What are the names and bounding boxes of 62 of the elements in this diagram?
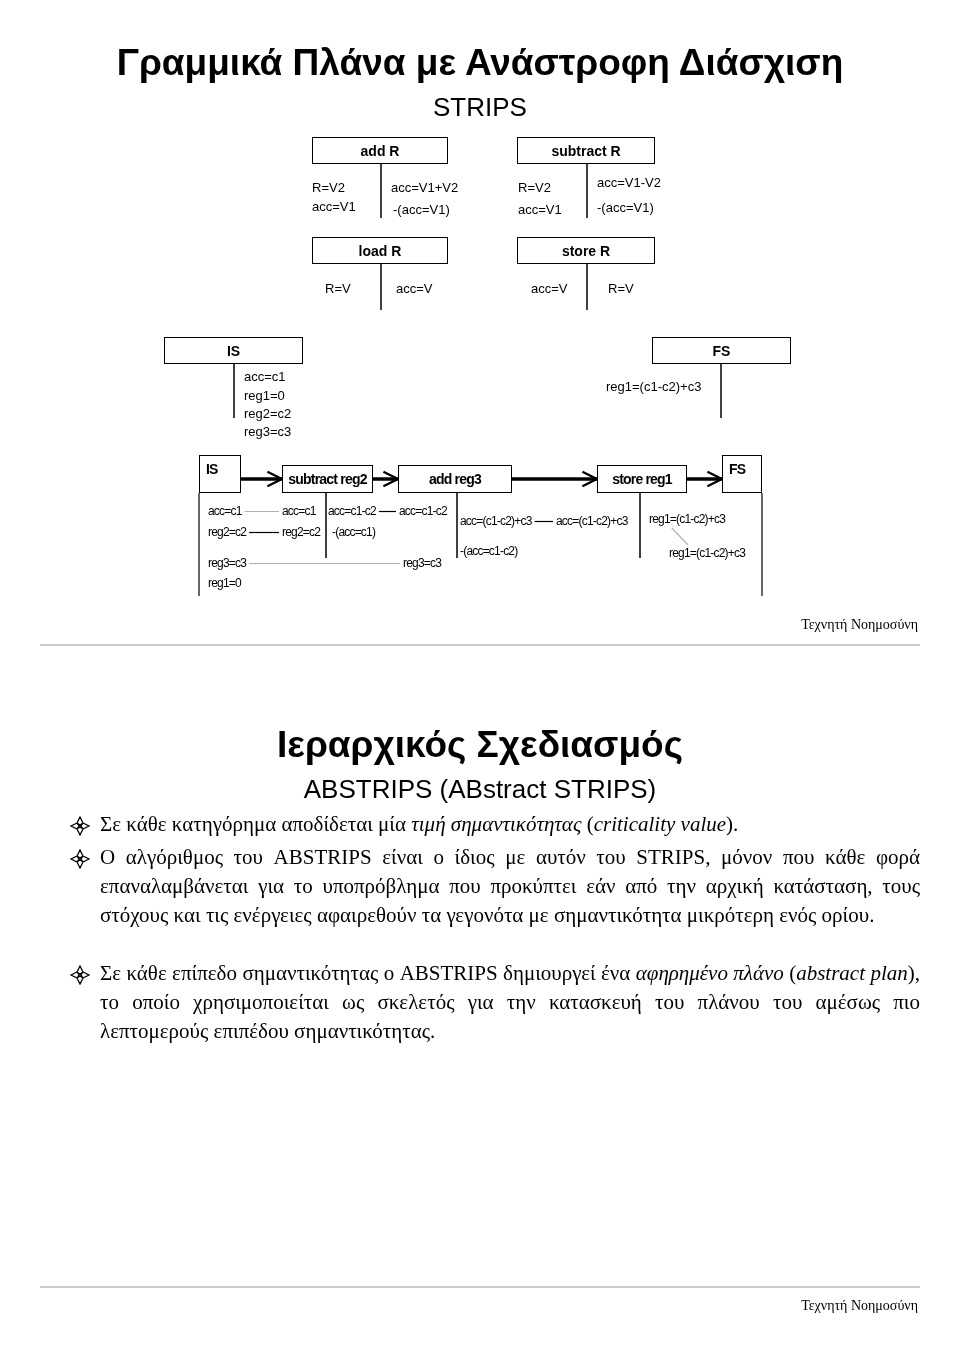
condition-text: reg2=c2 [208, 525, 247, 540]
arrow [241, 470, 284, 488]
operator-box: subtract R [517, 137, 655, 164]
plan-step-box: IS [199, 455, 241, 493]
link-line [671, 527, 689, 546]
bullet-text: Σε κάθε επίπεδο σημαντικότητας ο ABSTRIPS δημιουργεί ένα αφηρημένο πλάνο (abstract plan), το οποίο χρησιμοποιείται ως σκελετός για την κατασκευή του πλάνου του αμέσως πιο λεπτομερούς επιπέδου σημαντικότητας. [100, 960, 920, 1045]
operator-box: FS [652, 337, 791, 364]
condition-text: acc=c1 [282, 504, 316, 519]
condition-text: reg3=c3 [403, 556, 442, 571]
condition-text: reg1=(c1-c2)+c3 [669, 546, 746, 561]
condition-text: acc=V [396, 281, 433, 297]
condition-text: reg3=c3 [244, 424, 292, 440]
condition-text: reg2=c2 [244, 406, 292, 422]
slide-title: Ιεραρχικός Σχεδιασμός [276, 724, 684, 766]
operator-box: IS [164, 337, 303, 364]
condition-text: reg1=(c1-c2)+c3 [606, 379, 702, 395]
bullet-text: Σε κάθε κατηγόρημα αποδίδεται μία τιμή σημαντικότητας (criticality value). [100, 811, 740, 838]
condition-text: acc=c1-c2 [399, 504, 447, 519]
plan-step-box: add reg3 [398, 465, 512, 493]
condition-text: R=V [608, 281, 634, 297]
condition-text: reg2=c2 [282, 525, 321, 540]
condition-text: R=V2 [312, 180, 345, 196]
condition-text: acc=(c1-c2)+c3 [556, 514, 628, 529]
arrow [373, 470, 400, 488]
condition-text: reg1=(c1-c2)+c3 [649, 512, 726, 527]
link-line [248, 531, 280, 534]
link-line [378, 510, 397, 513]
operator-box: load R [312, 237, 448, 264]
slide-subtitle: STRIPS [432, 92, 528, 123]
condition-text: acc=c1 [244, 369, 286, 385]
link-line [533, 520, 554, 523]
condition-text: R=V2 [518, 180, 551, 196]
arrow [687, 470, 724, 488]
condition-text: acc=V1+V2 [391, 180, 459, 196]
condition-text: -(acc=c1-c2) [460, 544, 518, 559]
condition-text: acc=c1-c2 [328, 504, 376, 519]
condition-text: acc=V1 [518, 202, 562, 218]
condition-text: acc=V1 [312, 199, 356, 215]
link-line [243, 510, 280, 513]
bullet-text: Ο αλγόριθμος του ABSTRIPS είναι ο ίδιος με αυτόν του STRIPS, μόνον που κάθε φορά επαναλαμβάνεται για το υποπρόβλημα που προκύπτει εάν από την αρχική κατάσταση, τους στόχους και τις ενέργειες αφαιρεθούν τα γεγονότα με σημαντικότητα μικρότερη ενός ορίου. [100, 844, 920, 929]
condition-text: reg1=0 [244, 388, 285, 404]
condition-text: acc=c1 [208, 504, 242, 519]
condition-text: acc=(c1-c2)+c3 [460, 514, 532, 529]
plan-step-box: subtract reg2 [282, 465, 373, 493]
link-line [248, 562, 401, 565]
condition-text: reg3=c3 [208, 556, 247, 571]
arrow [512, 470, 599, 488]
footer-text: Τεχνητή Νοημοσύνη [801, 617, 918, 633]
condition-text: acc=V [531, 281, 568, 297]
condition-text: acc=V1-V2 [597, 175, 661, 191]
operator-box: add R [312, 137, 448, 164]
operator-box: store R [517, 237, 655, 264]
plan-step-box: store reg1 [597, 465, 687, 493]
condition-text: reg1=0 [208, 576, 241, 591]
condition-text: R=V [325, 281, 351, 297]
condition-text: -(acc=V1) [597, 200, 654, 216]
plan-step-box: FS [722, 455, 762, 493]
footer-text: Τεχνητή Νοημοσύνη [801, 1298, 918, 1314]
condition-text: -(acc=c1) [332, 525, 376, 540]
slide-subtitle: ABSTRIPS (ABstract STRIPS) [302, 774, 658, 805]
slide-title: Γραμμικά Πλάνα με Ανάστροφη Διάσχιση [115, 42, 845, 84]
condition-text: -(acc=V1) [393, 202, 450, 218]
